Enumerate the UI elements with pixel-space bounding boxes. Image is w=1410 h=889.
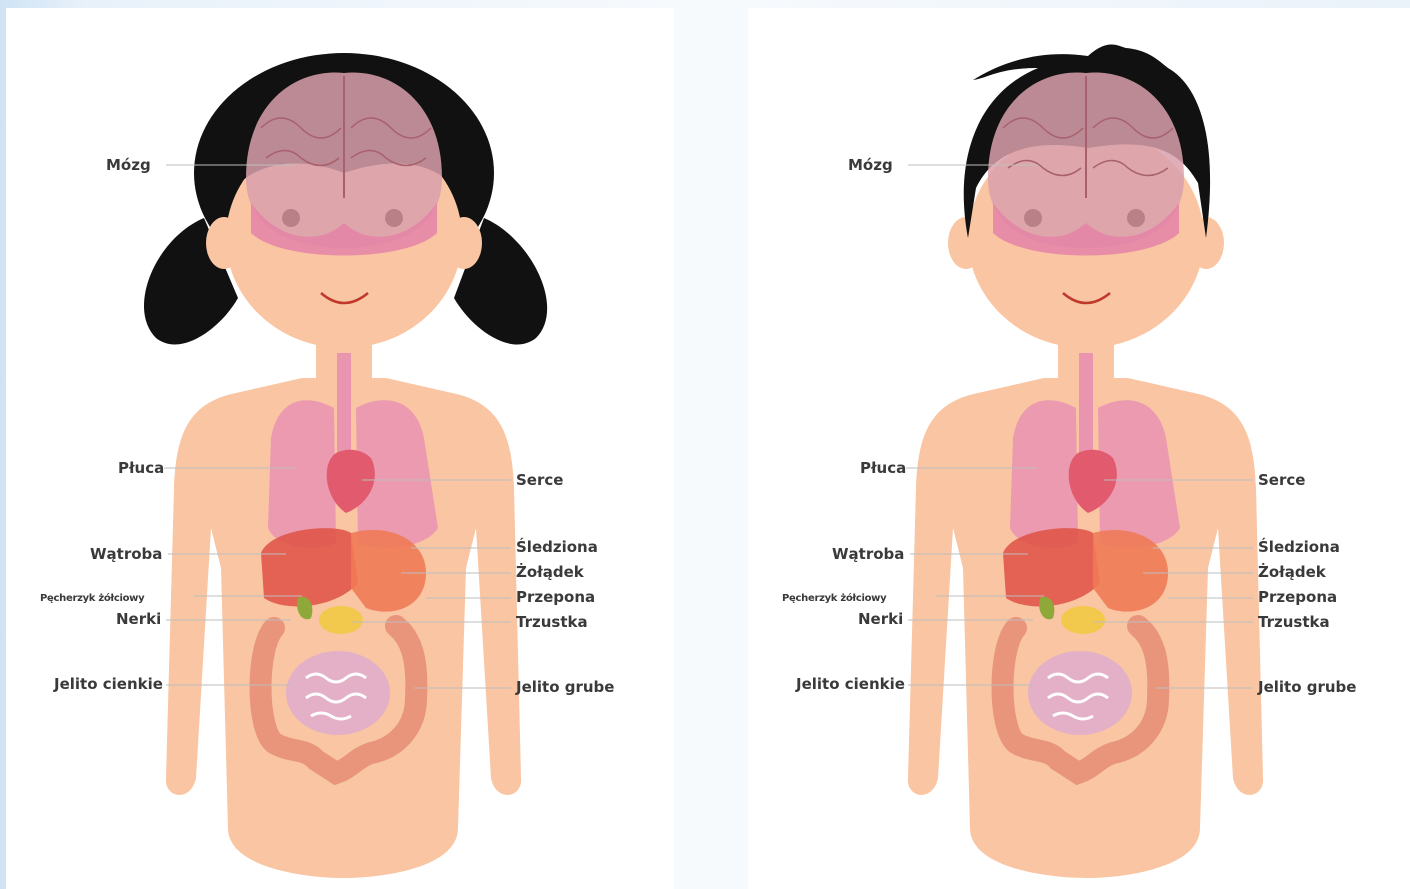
boy-diagram-panel: Mózg Płuca Serce Wątroba Śledziona Żołąd… [748, 8, 1410, 889]
boy-brain [988, 73, 1184, 256]
label-diaphragm: Przepona [1258, 588, 1337, 606]
label-gallbladder: Pęcherzyk żółciowy [40, 590, 144, 608]
label-lungs: Płuca [118, 459, 164, 477]
label-large-intestine: Jelito grube [516, 678, 614, 696]
label-heart: Serce [516, 471, 563, 489]
label-small-intestine: Jelito cienkie [796, 675, 905, 693]
label-small-intestine: Jelito cienkie [54, 675, 163, 693]
label-brain: Mózg [848, 156, 893, 174]
label-stomach: Żołądek [1258, 563, 1326, 581]
label-diaphragm: Przepona [516, 588, 595, 606]
boy-figure [748, 8, 1410, 889]
label-large-intestine: Jelito grube [1258, 678, 1356, 696]
label-lungs: Płuca [860, 459, 906, 477]
label-kidneys: Nerki [116, 610, 161, 628]
label-gallbladder: Pęcherzyk żółciowy [782, 590, 886, 608]
girl-figure [6, 8, 674, 889]
label-kidneys: Nerki [858, 610, 903, 628]
label-liver: Wątroba [90, 545, 162, 563]
label-brain: Mózg [106, 156, 151, 174]
label-heart: Serce [1258, 471, 1305, 489]
label-pancreas: Trzustka [516, 613, 588, 631]
girl-brain [246, 73, 442, 256]
label-spleen: Śledziona [516, 538, 598, 556]
label-stomach: Żołądek [516, 563, 584, 581]
label-liver: Wątroba [832, 545, 904, 563]
label-spleen: Śledziona [1258, 538, 1340, 556]
label-pancreas: Trzustka [1258, 613, 1330, 631]
girl-diagram-panel: Mózg Płuca Serce Wątroba Śledziona Żołąd… [6, 8, 674, 889]
